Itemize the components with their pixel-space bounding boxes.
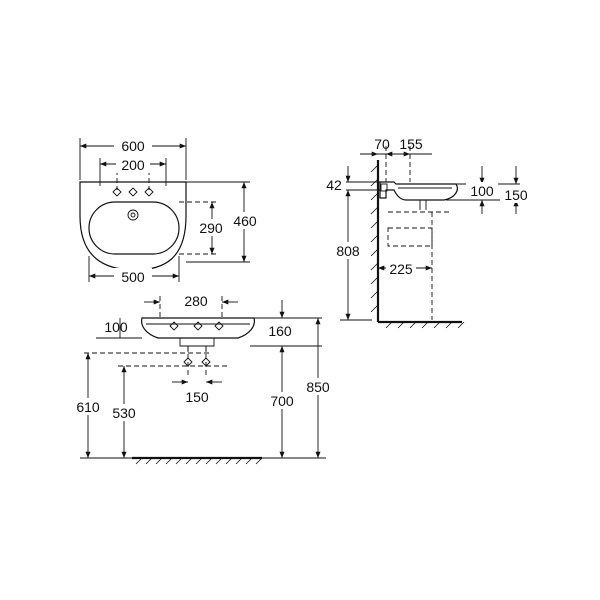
dim-290: 290 — [199, 220, 223, 236]
tap-holes-front — [169, 321, 224, 331]
dim-610: 610 — [76, 399, 100, 415]
side-view: 70 155 42 808 225 100 150 — [322, 136, 532, 329]
dim-100-front: 100 — [104, 319, 128, 335]
dim-70: 70 — [374, 136, 390, 152]
dim-530: 530 — [112, 405, 136, 421]
top-view: 600 200 500 290 460 — [79, 137, 260, 285]
dim-808: 808 — [336, 243, 360, 259]
drain-icon — [127, 209, 139, 221]
dim-700: 700 — [270, 393, 294, 409]
dim-100-side: 100 — [470, 183, 494, 199]
tap-holes — [112, 187, 154, 197]
dim-155: 155 — [399, 136, 423, 152]
dim-42: 42 — [326, 177, 342, 193]
dim-850: 850 — [306, 379, 330, 395]
dim-460: 460 — [233, 213, 257, 229]
dim-225: 225 — [389, 261, 413, 277]
basin-section — [379, 181, 458, 201]
dim-160: 160 — [268, 323, 292, 339]
dim-150-side: 150 — [504, 187, 528, 203]
trap-outline — [387, 227, 433, 247]
dim-600: 600 — [121, 138, 145, 154]
dim-200: 200 — [121, 157, 145, 173]
front-view: 280 100 160 150 610 530 700 — [70, 293, 336, 465]
basin-outline — [79, 181, 187, 271]
basin-front — [141, 317, 255, 339]
dim-500: 500 — [121, 269, 145, 285]
bowl-outline — [88, 201, 180, 255]
dim-150-front: 150 — [185, 389, 209, 405]
dim-280: 280 — [184, 293, 208, 309]
